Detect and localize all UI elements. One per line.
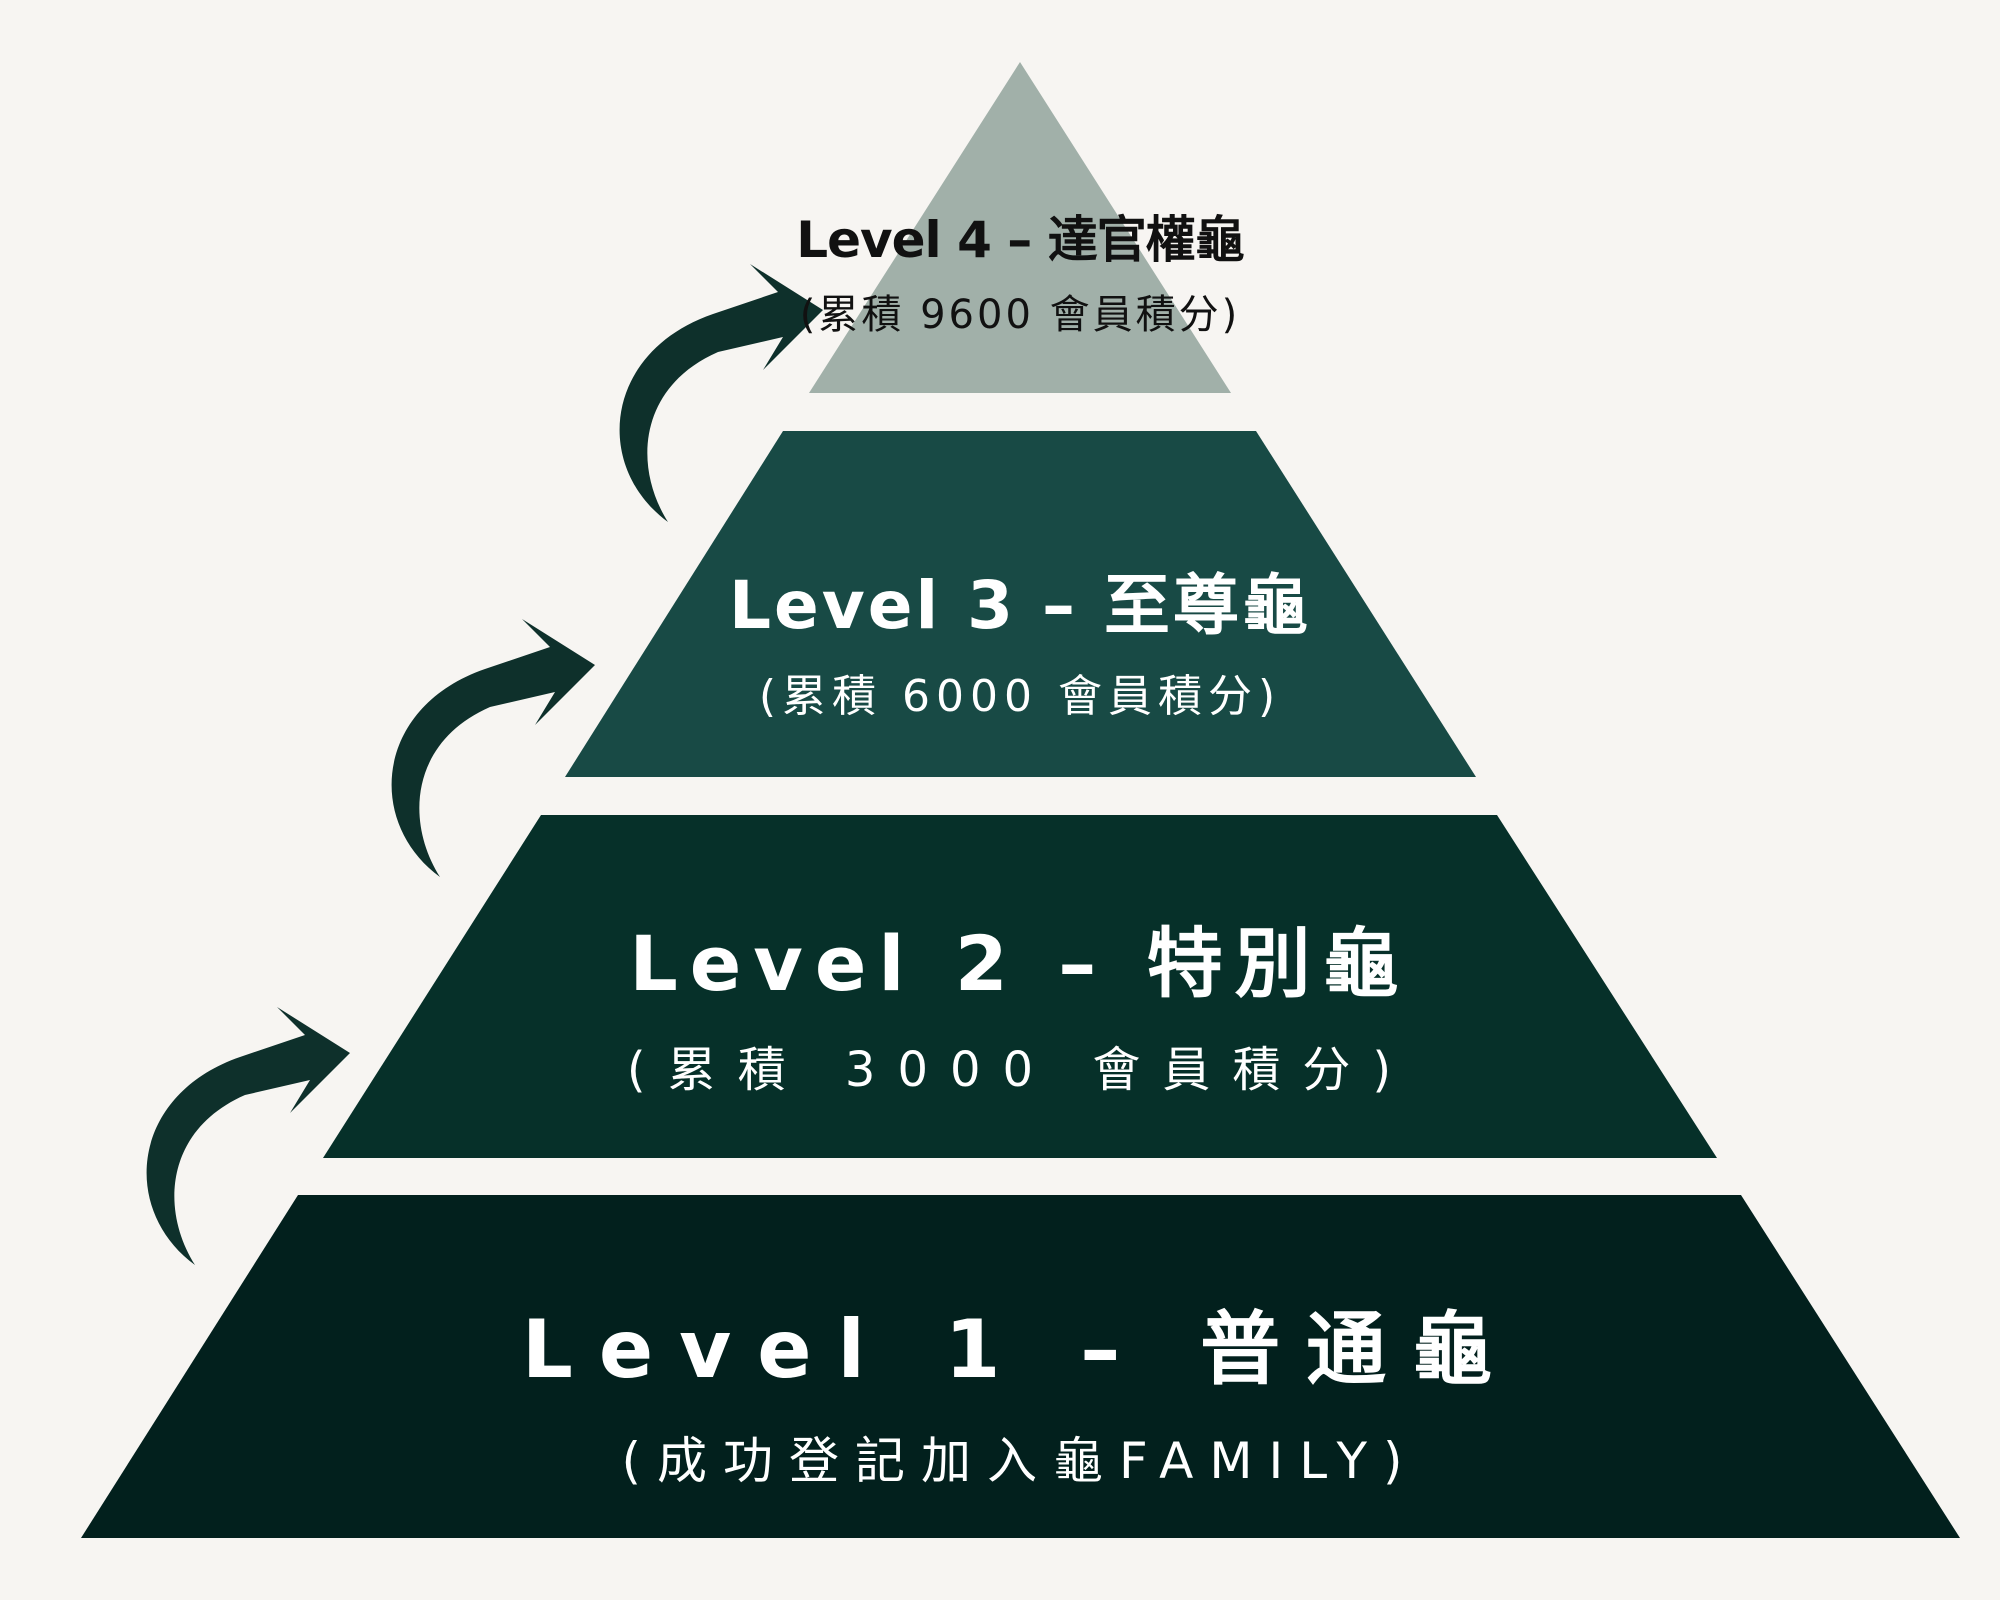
level-1-subtitle: (成功登記加入龜FAMILY) [621,1432,1419,1490]
level-3-title: Level 3 – 至尊龜 [728,567,1312,644]
level-4-label: Level 4 – 達官權龜 (累積 9600 會員積分) [700,200,1340,340]
level-3-subtitle: (累積 6000 會員積分) [758,671,1282,722]
level-2-subtitle: (累積 3000 會員積分) [626,1042,1414,1098]
curved-arrow-icon [391,619,595,877]
pyramid-level-3 [565,431,1476,777]
pyramid-level-1 [81,1195,1960,1538]
level-2-title: Level 2 – 特別龜 [629,919,1411,1008]
level-2-label: Level 2 – 特別龜 (累積 3000 會員積分) [500,902,1540,1100]
level-1-label: Level 1 – 普通龜 (成功登記加入龜FAMILY) [420,1285,1620,1493]
level-4-subtitle: (累積 9600 會員積分) [799,292,1241,338]
curved-arrow-icon [146,1007,350,1265]
level-4-title: Level 4 – 達官權龜 [796,211,1244,269]
curved-arrow-icon [619,264,823,522]
level-3-label: Level 3 – 至尊龜 (累積 6000 會員積分) [660,552,1380,724]
pyramid-level-4 [809,62,1231,393]
level-1-title: Level 1 – 普通龜 [521,1303,1519,1396]
pyramid-level-2 [323,815,1717,1158]
